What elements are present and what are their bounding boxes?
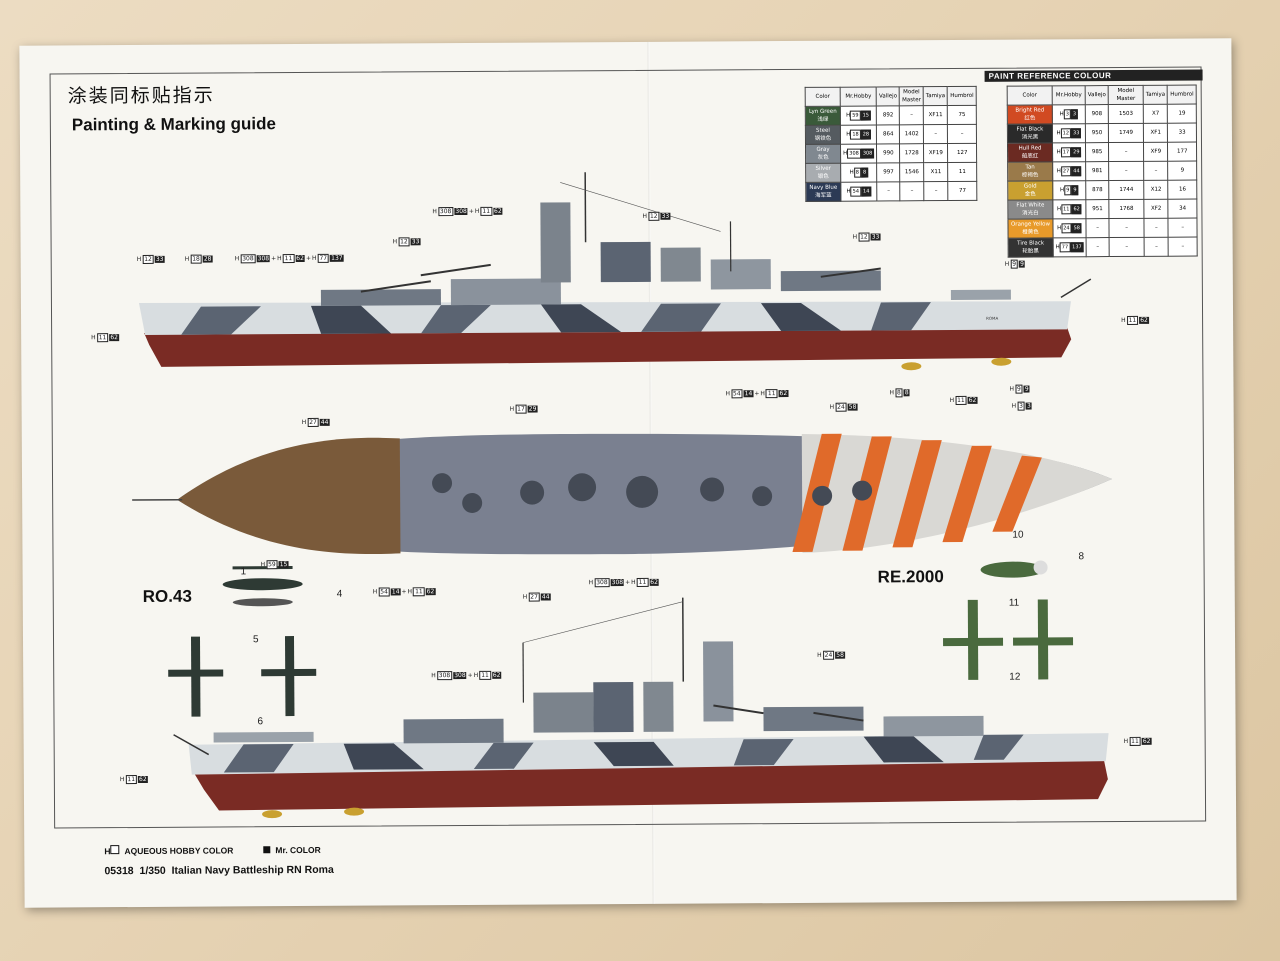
legend-aqueous-box-icon bbox=[110, 845, 120, 855]
callout-11: 11 bbox=[1008, 597, 1020, 609]
callout-4: 4 bbox=[336, 588, 343, 600]
footer-product: 05318 1/350 Italian Navy Battleship RN R… bbox=[104, 864, 333, 877]
ship-side-profile-bottom bbox=[173, 597, 1109, 819]
ship-deck-view bbox=[132, 433, 1113, 555]
callout-12: 12 bbox=[1009, 671, 1021, 683]
re2000-name: RE.2000 bbox=[877, 567, 944, 587]
ro43-aircraft-illustrations bbox=[168, 566, 317, 717]
callout-8: 8 bbox=[1078, 551, 1085, 563]
callout-6: 6 bbox=[257, 716, 264, 728]
legend-mr-box-icon bbox=[263, 845, 271, 853]
hull-name-top: ROMA bbox=[986, 316, 998, 321]
re2000-aircraft-illustrations bbox=[943, 560, 1074, 680]
product-code: 05318 bbox=[104, 865, 134, 878]
product-scale: 1/350 bbox=[139, 864, 166, 877]
ship-side-profile-top: ROMA bbox=[138, 172, 1092, 371]
product-title: Italian Navy Battleship RN Roma bbox=[171, 863, 334, 877]
legend-aqueous-text: AQUEOUS HOBBY COLOR bbox=[124, 845, 234, 857]
callout-5: 5 bbox=[252, 634, 259, 646]
callout-10: 10 bbox=[1012, 529, 1024, 541]
ro43-name: RO.43 bbox=[142, 586, 192, 606]
callout-1: 1 bbox=[240, 566, 247, 578]
legend-mr: Mr. COLOR bbox=[263, 844, 321, 855]
legend-mr-text: Mr. COLOR bbox=[275, 844, 321, 855]
